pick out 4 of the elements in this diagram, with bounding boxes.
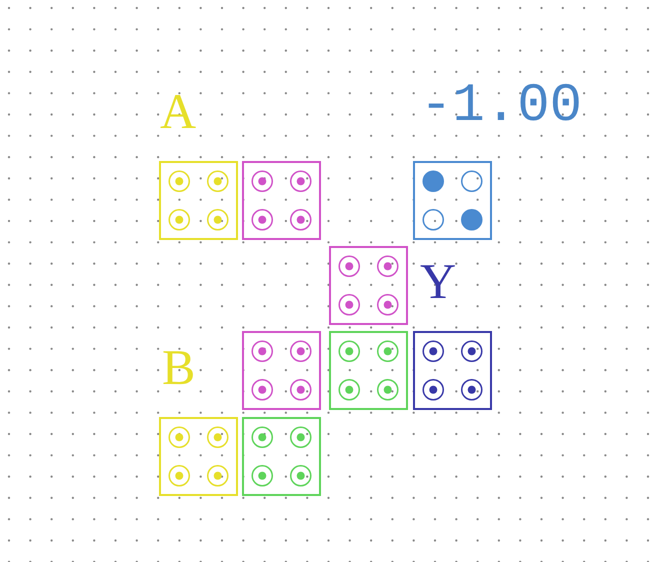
input-label: A <box>160 86 196 136</box>
polarization-value: -1.00 <box>420 80 582 134</box>
input-label: B <box>162 342 196 392</box>
output-label: Y <box>420 256 456 306</box>
